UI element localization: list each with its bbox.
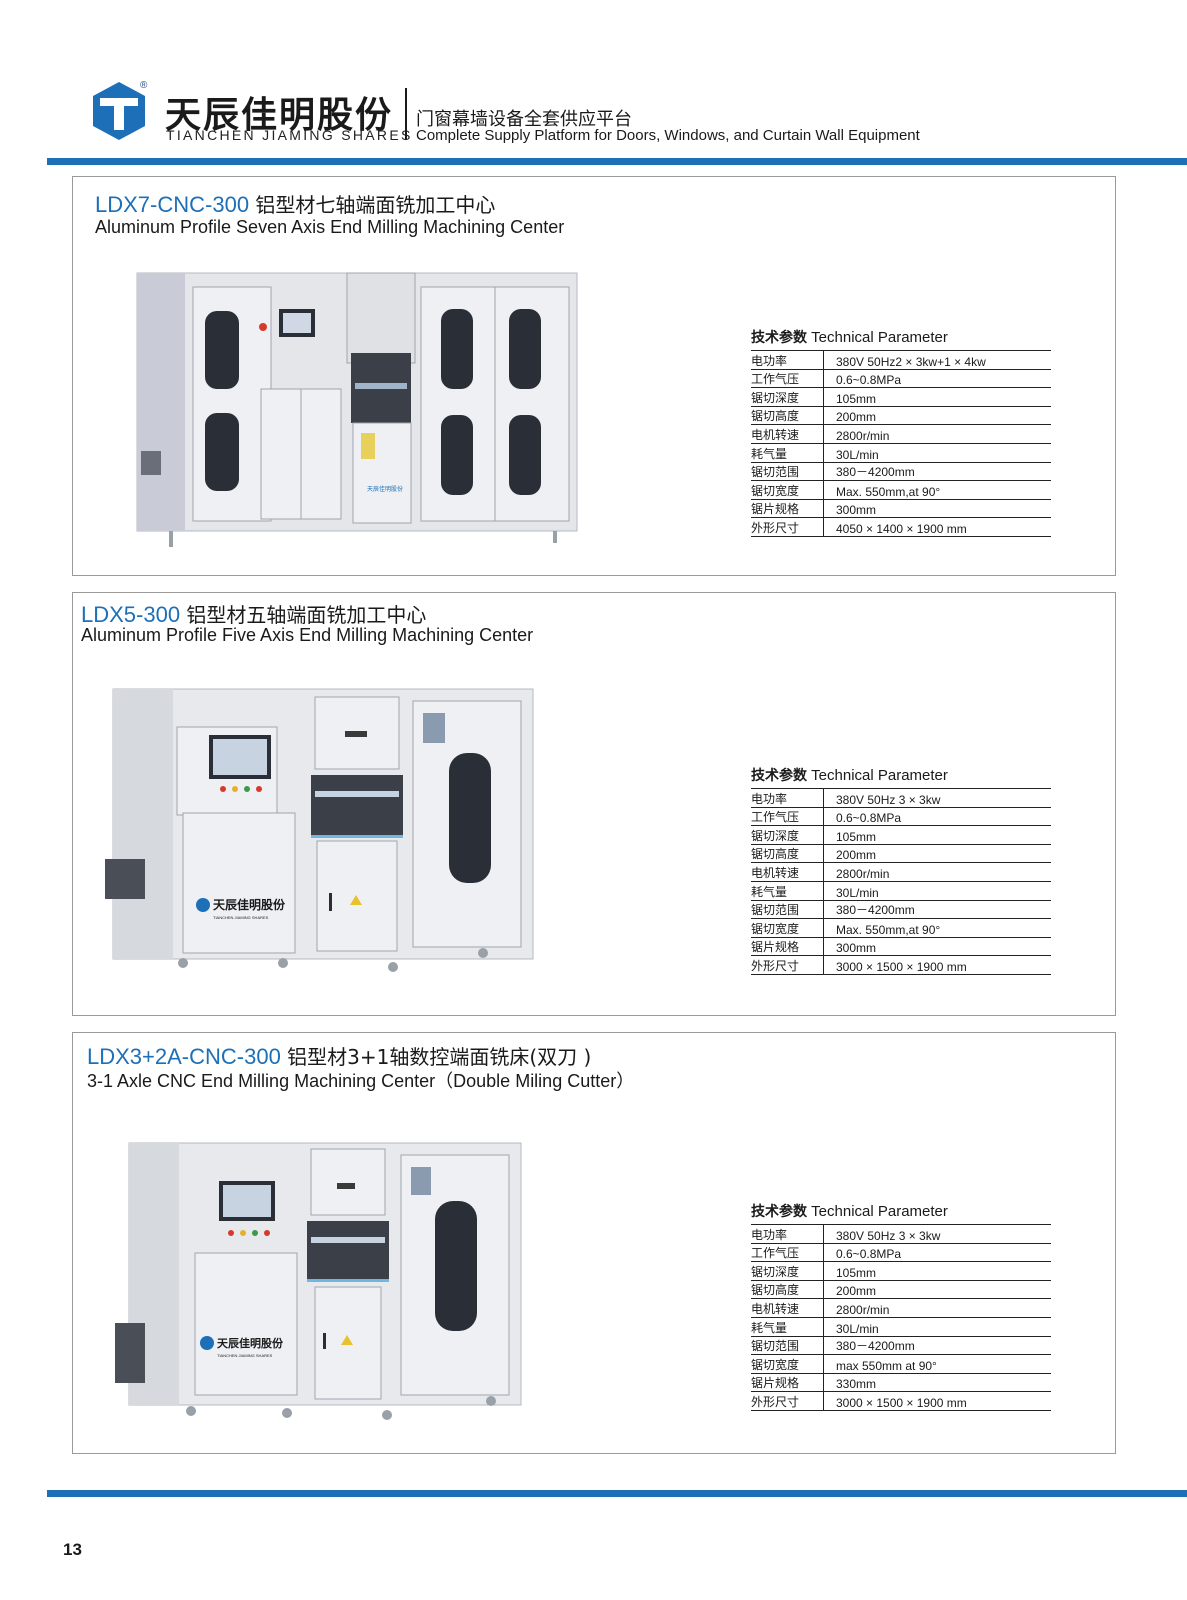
header-divider [405,88,407,140]
machine-badge-en: TIANCHEN JIAMING SHARES [213,915,269,920]
machine-image-ldx5: 天辰佳明股份 TIANCHEN JIAMING SHARES [105,688,534,972]
machine-image-ldx3: 天辰佳明股份 TIANCHEN JIAMING SHARES [115,1142,522,1420]
product-model: LDX7-CNC-300 [95,192,250,217]
product-title-en: 3-1 Axle CNC End Milling Machining Cente… [87,1071,635,1091]
page-number: 13 [63,1540,82,1559]
machine-badge: 天辰佳明股份 [217,1336,284,1350]
tech-params-header: 技术参数 Technical Parameter [751,1201,1051,1225]
page-header: ® 天辰佳明股份 TIANCHEN JIAMING SHARES 门窗幕墙设备全… [0,0,1187,170]
tagline-en: Complete Supply Platform for Doors, Wind… [416,127,920,144]
product-title: LDX7-CNC-300 铝型材七轴端面铣加工中心 [95,189,495,218]
product-title-cn: 铝型材3+1轴数控端面铣床(双刀 ) [280,1045,592,1069]
product-title: LDX5-300 铝型材五轴端面铣加工中心 [81,599,426,628]
bottom-rule [47,1490,1187,1497]
machine-badge-en: TIANCHEN JIAMING SHARES [217,1353,273,1358]
product-panel-ldx7: LDX7-CNC-300 铝型材七轴端面铣加工中心 Aluminum Profi… [72,176,1116,576]
product-title-cn: 铝型材五轴端面铣加工中心 [180,603,427,627]
registered-mark: ® [140,80,148,91]
brand-name-en: TIANCHEN JIAMING SHARES [166,127,413,143]
top-rule [47,158,1187,165]
tech-params-header: 技术参数 Technical Parameter [751,765,1051,789]
product-model: LDX5-300 [81,602,181,627]
company-logo-icon [93,82,145,140]
brand-name-cn: 天辰佳明股份 [165,95,394,136]
product-title-en: Aluminum Profile Seven Axis End Milling … [95,217,565,237]
tech-params-header: 技术参数 Technical Parameter [751,327,1051,351]
product-title-cn: 铝型材七轴端面铣加工中心 [249,193,496,217]
machine-badge: 天辰佳明股份 [213,897,286,912]
product-title-en: Aluminum Profile Five Axis End Milling M… [81,625,534,645]
tagline-cn: 门窗幕墙设备全套供应平台 [416,109,632,130]
product-title: LDX3+2A-CNC-300 铝型材3+1轴数控端面铣床(双刀 ) [87,1041,591,1070]
product-panel-ldx3: LDX3+2A-CNC-300 铝型材3+1轴数控端面铣床(双刀 ) 3-1 A… [72,1032,1116,1454]
product-panel-ldx5: LDX5-300 铝型材五轴端面铣加工中心 Aluminum Profile F… [72,592,1116,1016]
machine-badge: 天辰佳明股份 [367,485,403,493]
machine-image-ldx7: 天辰佳明股份 [136,272,578,547]
product-model: LDX3+2A-CNC-300 [87,1044,281,1069]
